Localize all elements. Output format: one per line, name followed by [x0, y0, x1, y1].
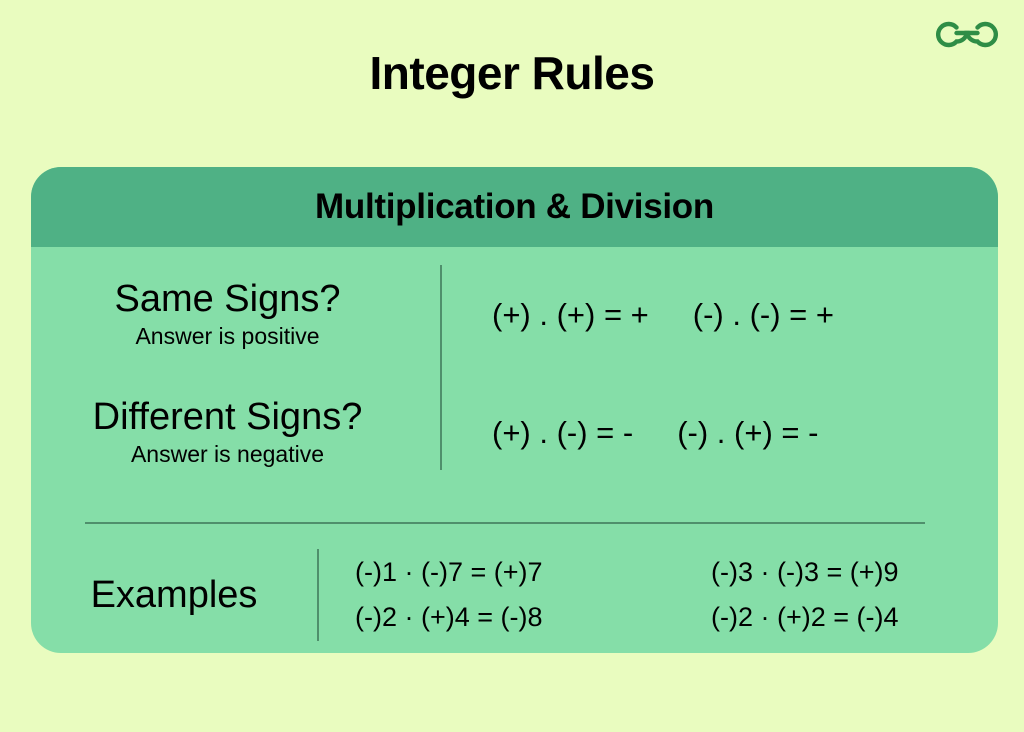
- examples-label: Examples: [90, 573, 258, 616]
- page-title: Integer Rules: [369, 47, 655, 99]
- rule-row: Different Signs? Answer is negative (+) …: [31, 373, 998, 493]
- rule-formula: (-) . (-) = +: [692, 297, 834, 332]
- examples-vertical-divider: [317, 549, 319, 641]
- rules-section: Same Signs? Answer is positive (+) . (+)…: [31, 247, 998, 505]
- examples-section: Examples (-)1 · (-)7 = (+)7 (-)2 · (+)4 …: [31, 540, 998, 650]
- geeksforgeeks-logo: [936, 14, 998, 52]
- rule-label-group: Different Signs? Answer is negative: [31, 395, 440, 469]
- rule-sublabel: Answer is positive: [135, 323, 320, 350]
- rule-label: Different Signs?: [92, 395, 363, 438]
- rule-label: Same Signs?: [114, 277, 341, 320]
- example-line: (-)2 · (+)4 = (-)8: [355, 602, 543, 632]
- examples-column-left: (-)1 · (-)7 = (+)7 (-)2 · (+)4 = (-)8: [355, 550, 711, 639]
- example-line: (-)1 · (-)7 = (+)7: [355, 557, 543, 588]
- examples-column-right: (-)3 · (-)3 = (+)9 (-)2 · (+)2 = (-)4: [711, 550, 899, 639]
- rule-formula: (+) . (+) = +: [492, 297, 649, 332]
- rule-sublabel: Answer is negative: [130, 441, 325, 468]
- example-line: (-)3 · (-)3 = (+)9: [711, 557, 899, 588]
- horizontal-divider: [85, 522, 925, 524]
- card-header-title: Multiplication & Division: [315, 187, 714, 226]
- card-header: Multiplication & Division: [31, 167, 998, 247]
- example-line: (-)2 · (+)2 = (-)4: [711, 602, 899, 632]
- examples-columns: (-)1 · (-)7 = (+)7 (-)2 · (+)4 = (-)8 (-…: [319, 550, 998, 639]
- rules-vertical-divider: [440, 265, 442, 470]
- rule-formulas: (+) . (-) = - (-) . (+) = -: [440, 415, 998, 451]
- rule-formula: (+) . (-) = -: [492, 415, 634, 450]
- rule-formulas: (+) . (+) = + (-) . (-) = +: [440, 297, 998, 333]
- rule-row: Same Signs? Answer is positive (+) . (+)…: [31, 255, 998, 375]
- rule-label-group: Same Signs? Answer is positive: [31, 277, 440, 351]
- integer-rules-card: Multiplication & Division Same Signs? An…: [31, 167, 998, 653]
- rule-formula: (-) . (+) = -: [677, 415, 819, 450]
